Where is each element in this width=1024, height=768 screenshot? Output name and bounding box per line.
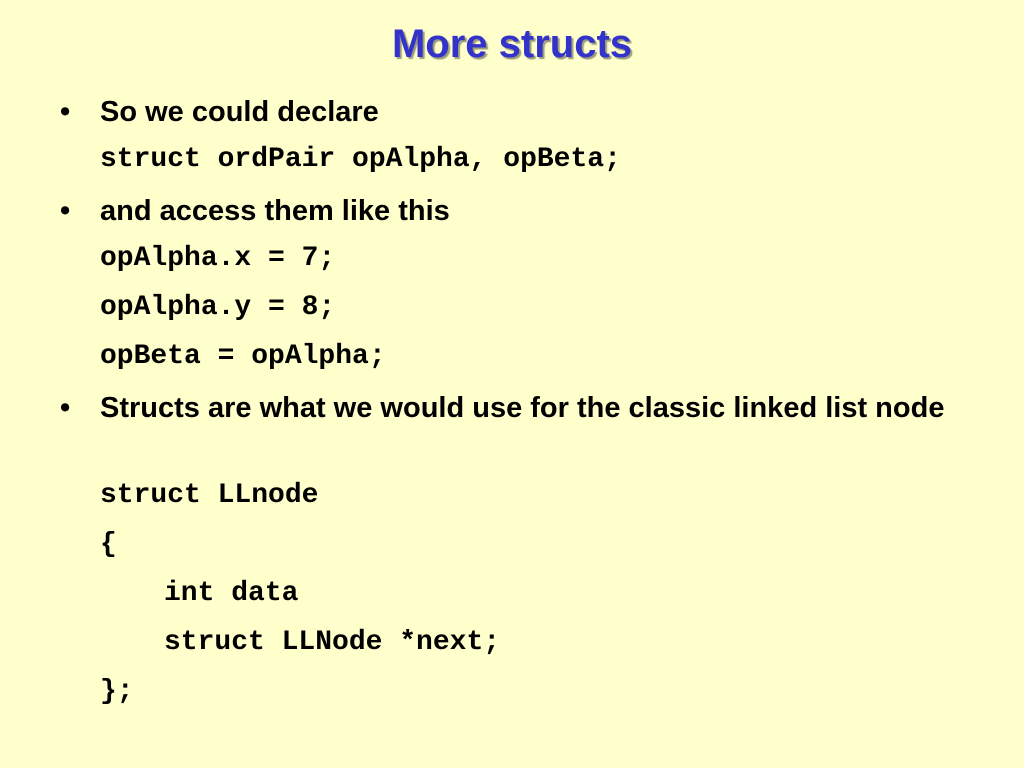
slide-title: More structs: [391, 22, 633, 66]
bullet-icon: •: [60, 195, 71, 227]
bullet-text: Structs are what we would use for the cl…: [100, 392, 945, 424]
code-line: struct LLNode *next;: [164, 627, 501, 658]
bullet-text: So we could declare: [100, 96, 379, 128]
code-line: {: [100, 529, 117, 560]
code-line: opAlpha.y = 8;: [100, 292, 336, 323]
code-line: struct LLnode: [100, 480, 319, 511]
bullet-text: and access them like this: [100, 195, 450, 227]
code-line: };: [100, 676, 134, 707]
code-line: opAlpha.x = 7;: [100, 243, 336, 274]
code-line: int data: [164, 578, 299, 609]
bullet-icon: •: [60, 96, 71, 128]
bullet-icon: •: [60, 392, 71, 424]
code-line: struct ordPair opAlpha, opBeta;: [100, 144, 621, 175]
code-line: opBeta = opAlpha;: [100, 341, 386, 372]
